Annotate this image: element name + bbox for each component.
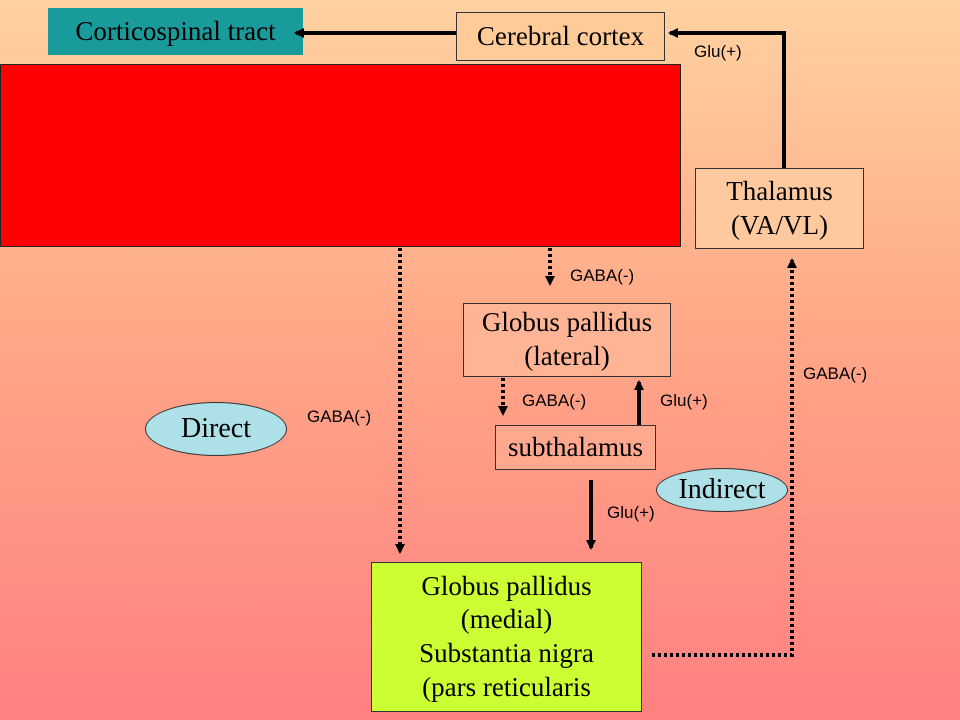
thalamus-line-2: (VA/VL) xyxy=(731,209,828,240)
cerebral-cortex-label: Cerebral cortex xyxy=(476,20,645,51)
thalamus-box: Thalamus (VA/VL) xyxy=(695,168,864,249)
globus-pallidus-lateral-box: Globus pallidus (lateral) xyxy=(463,303,671,377)
arrow-gp-medial-to-thalamus xyxy=(652,258,797,657)
label-gaba-gp-medial-thalamus: GABA(-) xyxy=(803,364,868,383)
cerebral-cortex-box: Cerebral cortex xyxy=(456,12,665,61)
gp-medial-line-4: (pars reticularis xyxy=(422,671,591,702)
label-gaba-direct: GABA(-) xyxy=(307,407,372,426)
gp-medial-line-3: Substantia nigra xyxy=(419,638,594,668)
globus-pallidus-medial-box: Globus pallidus (medial) Substantia nigr… xyxy=(371,562,642,712)
direct-pathway-label: Direct xyxy=(181,413,251,444)
label-glu-subthalamus-gp-medial: Glu(+) xyxy=(607,503,655,522)
label-gaba-striatum-gp-lateral: GABA(-) xyxy=(570,266,635,285)
indirect-pathway-oval: Indirect xyxy=(656,468,788,512)
gp-medial-line-2: (medial) xyxy=(460,604,553,635)
gp-lateral-line-1: Globus pallidus xyxy=(481,307,653,338)
arrow-thalamus-to-cortex xyxy=(668,28,786,168)
thalamus-line-1: Thalamus xyxy=(726,175,833,206)
direct-pathway-oval: Direct xyxy=(145,402,287,456)
indirect-pathway-label: Indirect xyxy=(678,474,766,505)
subthalamus-label: subthalamus xyxy=(508,431,643,462)
label-glu-thalamus-cortex: Glu(+) xyxy=(694,42,742,61)
corticospinal-tract-box: Corticospinal tract xyxy=(48,8,303,55)
label-glu-subthalamus-gp-lateral: Glu(+) xyxy=(660,391,708,410)
label-gaba-gp-lateral-subthalamus: GABA(-) xyxy=(522,391,587,410)
corticospinal-tract-label: Corticospinal tract xyxy=(75,15,276,46)
gp-lateral-line-2: (lateral) xyxy=(524,341,610,371)
red-overlay-block xyxy=(0,64,681,247)
subthalamus-box: subthalamus xyxy=(495,425,656,470)
gp-medial-line-1: Globus pallidus xyxy=(421,570,592,601)
